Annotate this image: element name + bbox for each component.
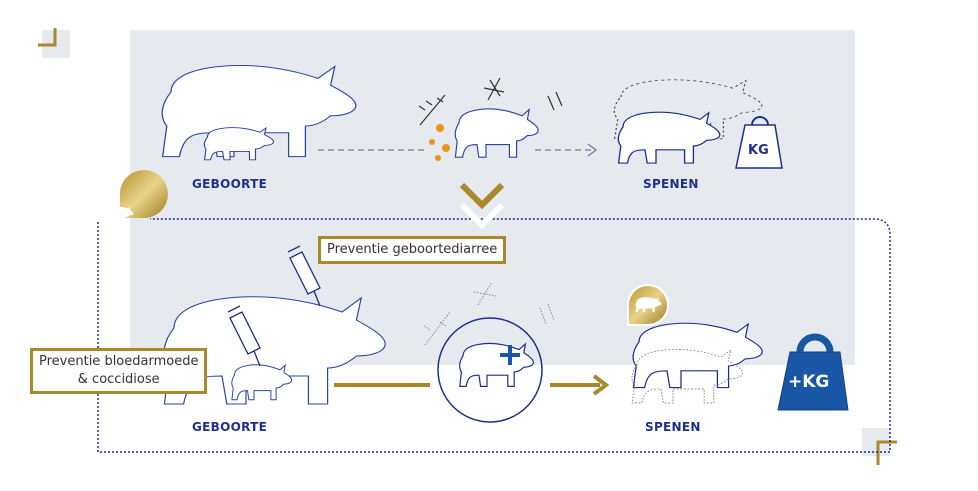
callout-piglet-line2: & coccidiose — [77, 372, 160, 387]
bacteria-icon — [418, 77, 563, 126]
weight-icon — [735, 116, 783, 169]
plus-kg-label: +KG — [788, 372, 830, 392]
geboorte-label-top: GEBOORTE — [192, 177, 268, 191]
spenen-label-top: SPENEN — [643, 177, 699, 191]
callout-sow-text: Preventie geboortediarree — [327, 242, 498, 257]
syringe-icon — [227, 245, 321, 367]
kg-label: KG — [748, 143, 769, 158]
geboorte-label-bottom: GEBOORTE — [192, 420, 268, 434]
gold-pig-badge-small — [627, 284, 669, 326]
chevron-down-icon — [459, 182, 505, 230]
faded-bacteria-icon — [423, 281, 555, 346]
dotted-frame — [97, 218, 891, 453]
callout-piglet-line1: Preventie bloedarmoede — [39, 354, 199, 369]
callout-piglet-vaccination: Preventie bloedarmoede & coccidiose — [30, 348, 208, 394]
protected-piglet-cycle-icon — [437, 317, 543, 423]
gold-pig-badge — [105, 170, 168, 223]
heavy-weight-icon — [777, 333, 849, 411]
diarrhea-drops-icon — [429, 124, 450, 161]
corner-mark-top-left — [38, 28, 70, 58]
spenen-label-bottom: SPENEN — [645, 420, 701, 434]
callout-sow-vaccination: Preventie geboortediarree — [318, 236, 507, 264]
corner-mark-bottom-right — [862, 428, 897, 465]
